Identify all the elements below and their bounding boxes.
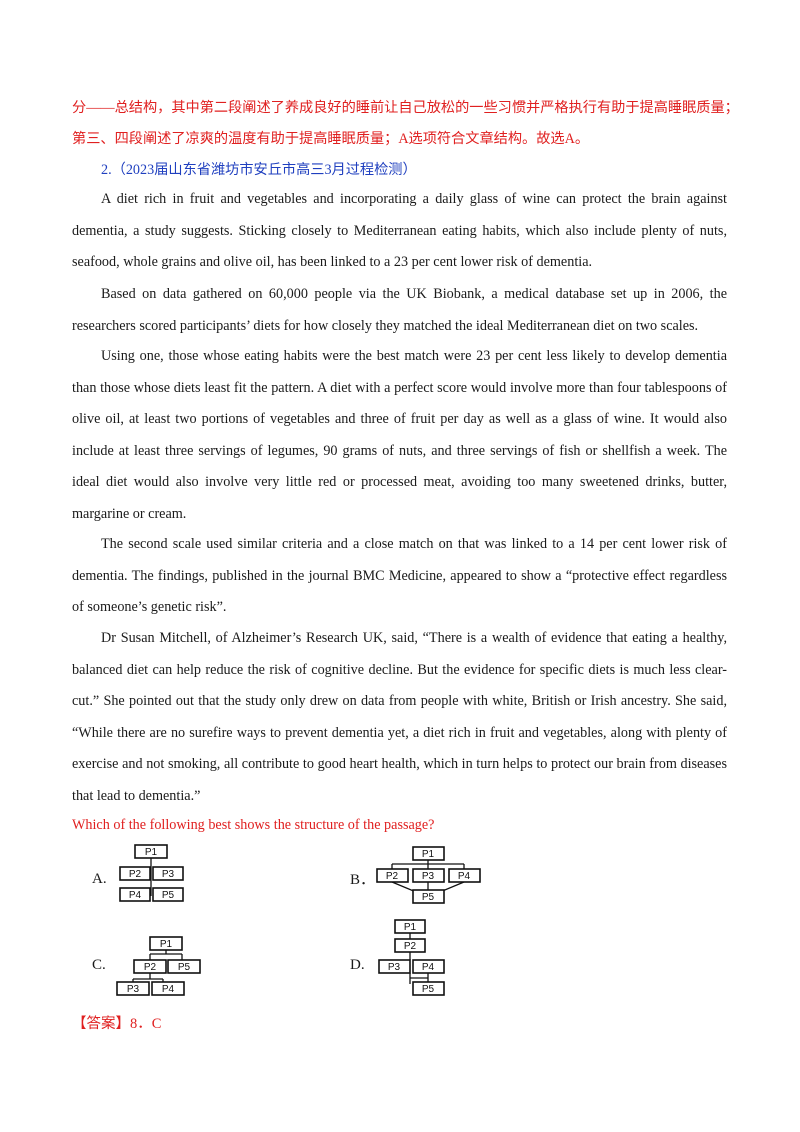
option-d-box-4-text: P4 (422, 962, 435, 973)
option-b-box-3 (412, 868, 445, 883)
option-c-box-3 (116, 981, 150, 996)
option-d-diagram[interactable]: P1 P2 P3 P4 P5 (378, 916, 468, 998)
option-b-box-5-text: P5 (422, 892, 435, 903)
option-d-box-5-text: P5 (422, 984, 435, 995)
passage-paragraph-2: Based on data gathered on 60,000 people … (72, 286, 727, 334)
option-d-box-2 (394, 938, 426, 953)
answer-line: 【答案】8．C (72, 1014, 161, 1034)
option-a-box-2-text: P2 (129, 869, 142, 880)
answer-text: 8．C (130, 1016, 162, 1032)
option-c-box-1-text: P1 (160, 939, 173, 950)
option-b-box-4 (448, 868, 481, 883)
option-b-box-5 (412, 889, 445, 904)
option-c-diagram[interactable]: P1 P2 P5 P3 P4 (116, 934, 206, 998)
passage-paragraph-4: The second scale used similar criteria a… (72, 536, 727, 616)
option-b-box-4-text: P4 (458, 871, 471, 882)
option-d-box-3 (378, 959, 411, 974)
option-a-box-1 (134, 844, 168, 859)
passage-paragraph-3: Using one, those whose eating habits wer… (72, 348, 727, 522)
passage-paragraph-1: A diet rich in fruit and vegetables and … (72, 191, 727, 271)
option-a-box-3-text: P3 (162, 869, 175, 880)
option-d-box-2-text: P2 (404, 941, 417, 952)
option-c-box-2-text: P2 (144, 962, 157, 973)
explanation-line-2: 第三、四段阐述了凉爽的温度有助于提高睡眠质量；A选项符合文章结构。故选A。 (72, 131, 590, 147)
option-d-label[interactable]: D. (350, 957, 365, 973)
explanation-line-1: 分——总结构，其中第二段阐述了养成良好的睡前让自己放松的一些习惯并严格执行有助于… (72, 100, 739, 116)
option-c-box-5-text: P5 (178, 962, 191, 973)
option-d-box-1 (394, 919, 426, 934)
option-b-diagram[interactable]: P1 P2 P3 P4 P5 (376, 844, 486, 906)
option-c-box-4-text: P4 (162, 984, 175, 995)
option-a-box-4 (119, 887, 151, 902)
option-a-diagram[interactable]: P1 P2 P3 P4 P5 (110, 842, 190, 906)
option-d-box-3-text: P3 (388, 962, 401, 973)
option-a-box-1-text: P1 (145, 847, 158, 858)
option-b-label[interactable]: B． (350, 872, 376, 888)
option-b-box-1-text: P1 (422, 849, 435, 860)
question-stem: Which of the following best shows the st… (72, 817, 435, 833)
option-c-box-2 (133, 959, 167, 974)
option-a-box-4-text: P4 (129, 890, 142, 901)
answer-tag: 【答案】 (72, 1016, 130, 1032)
option-a-label[interactable]: A. (92, 871, 107, 887)
option-b-box-3-text: P3 (422, 871, 435, 882)
option-d-box-4 (412, 959, 445, 974)
option-a-box-2 (119, 866, 151, 881)
option-c-label[interactable]: C. (92, 957, 106, 973)
option-b-box-2-text: P2 (386, 871, 399, 882)
option-b-box-1 (412, 846, 445, 861)
option-a-box-3 (152, 866, 184, 881)
option-d-box-1-text: P1 (404, 922, 417, 933)
option-d-box-5 (412, 981, 445, 996)
option-c-box-1 (149, 936, 183, 951)
option-c-box-3-text: P3 (127, 984, 140, 995)
passage-paragraph-5: Dr Susan Mitchell, of Alzheimer’s Resear… (72, 630, 727, 804)
option-c-box-4 (151, 981, 185, 996)
option-a-box-5-text: P5 (162, 890, 175, 901)
question-source-title: 2.（2023届山东省潍坊市安丘市高三3月过程检测） (101, 162, 417, 178)
option-c-box-5 (167, 959, 201, 974)
option-b-box-2 (376, 868, 409, 883)
option-a-box-5 (152, 887, 184, 902)
